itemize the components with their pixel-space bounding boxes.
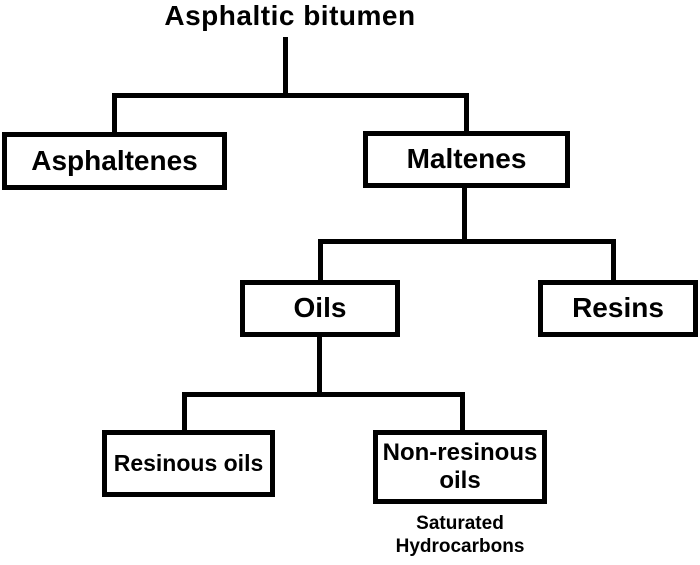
connector-to-non-resinous-oils — [460, 392, 465, 432]
node-maltenes-label: Maltenes — [406, 143, 527, 175]
connector-to-resinous-oils — [182, 392, 187, 432]
connector-level1-crossbar — [112, 93, 469, 98]
diagram-title: Asphaltic bitumen — [164, 0, 416, 31]
connector-to-maltenes — [464, 93, 469, 133]
node-resinous-oils: Resinous oils — [102, 430, 275, 497]
node-asphaltenes-label: Asphaltenes — [31, 144, 198, 176]
connector-level2-crossbar — [318, 239, 616, 244]
connector-level3-crossbar — [182, 392, 465, 397]
connector-to-oils — [318, 239, 323, 282]
annotation-saturated-hydrocarbons: Saturated Hydrocarbons — [395, 513, 525, 557]
node-asphaltenes: Asphaltenes — [2, 132, 227, 190]
node-oils-label: Oils — [293, 292, 347, 324]
node-resins: Resins — [538, 280, 698, 337]
node-resins-label: Resins — [572, 292, 664, 324]
connector-oils-stem — [317, 335, 322, 397]
node-non-resinous-oils-label: Non-resinous oils — [382, 439, 538, 494]
connector-maltenes-stem — [462, 186, 467, 244]
node-resinous-oils-label: Resinous oils — [113, 450, 264, 477]
connector-to-asphaltenes — [112, 93, 117, 134]
node-non-resinous-oils: Non-resinous oils — [373, 430, 547, 504]
connector-to-resins — [611, 239, 616, 282]
node-maltenes: Maltenes — [363, 131, 570, 188]
connector-root-stem — [283, 37, 288, 96]
node-oils: Oils — [240, 280, 400, 337]
